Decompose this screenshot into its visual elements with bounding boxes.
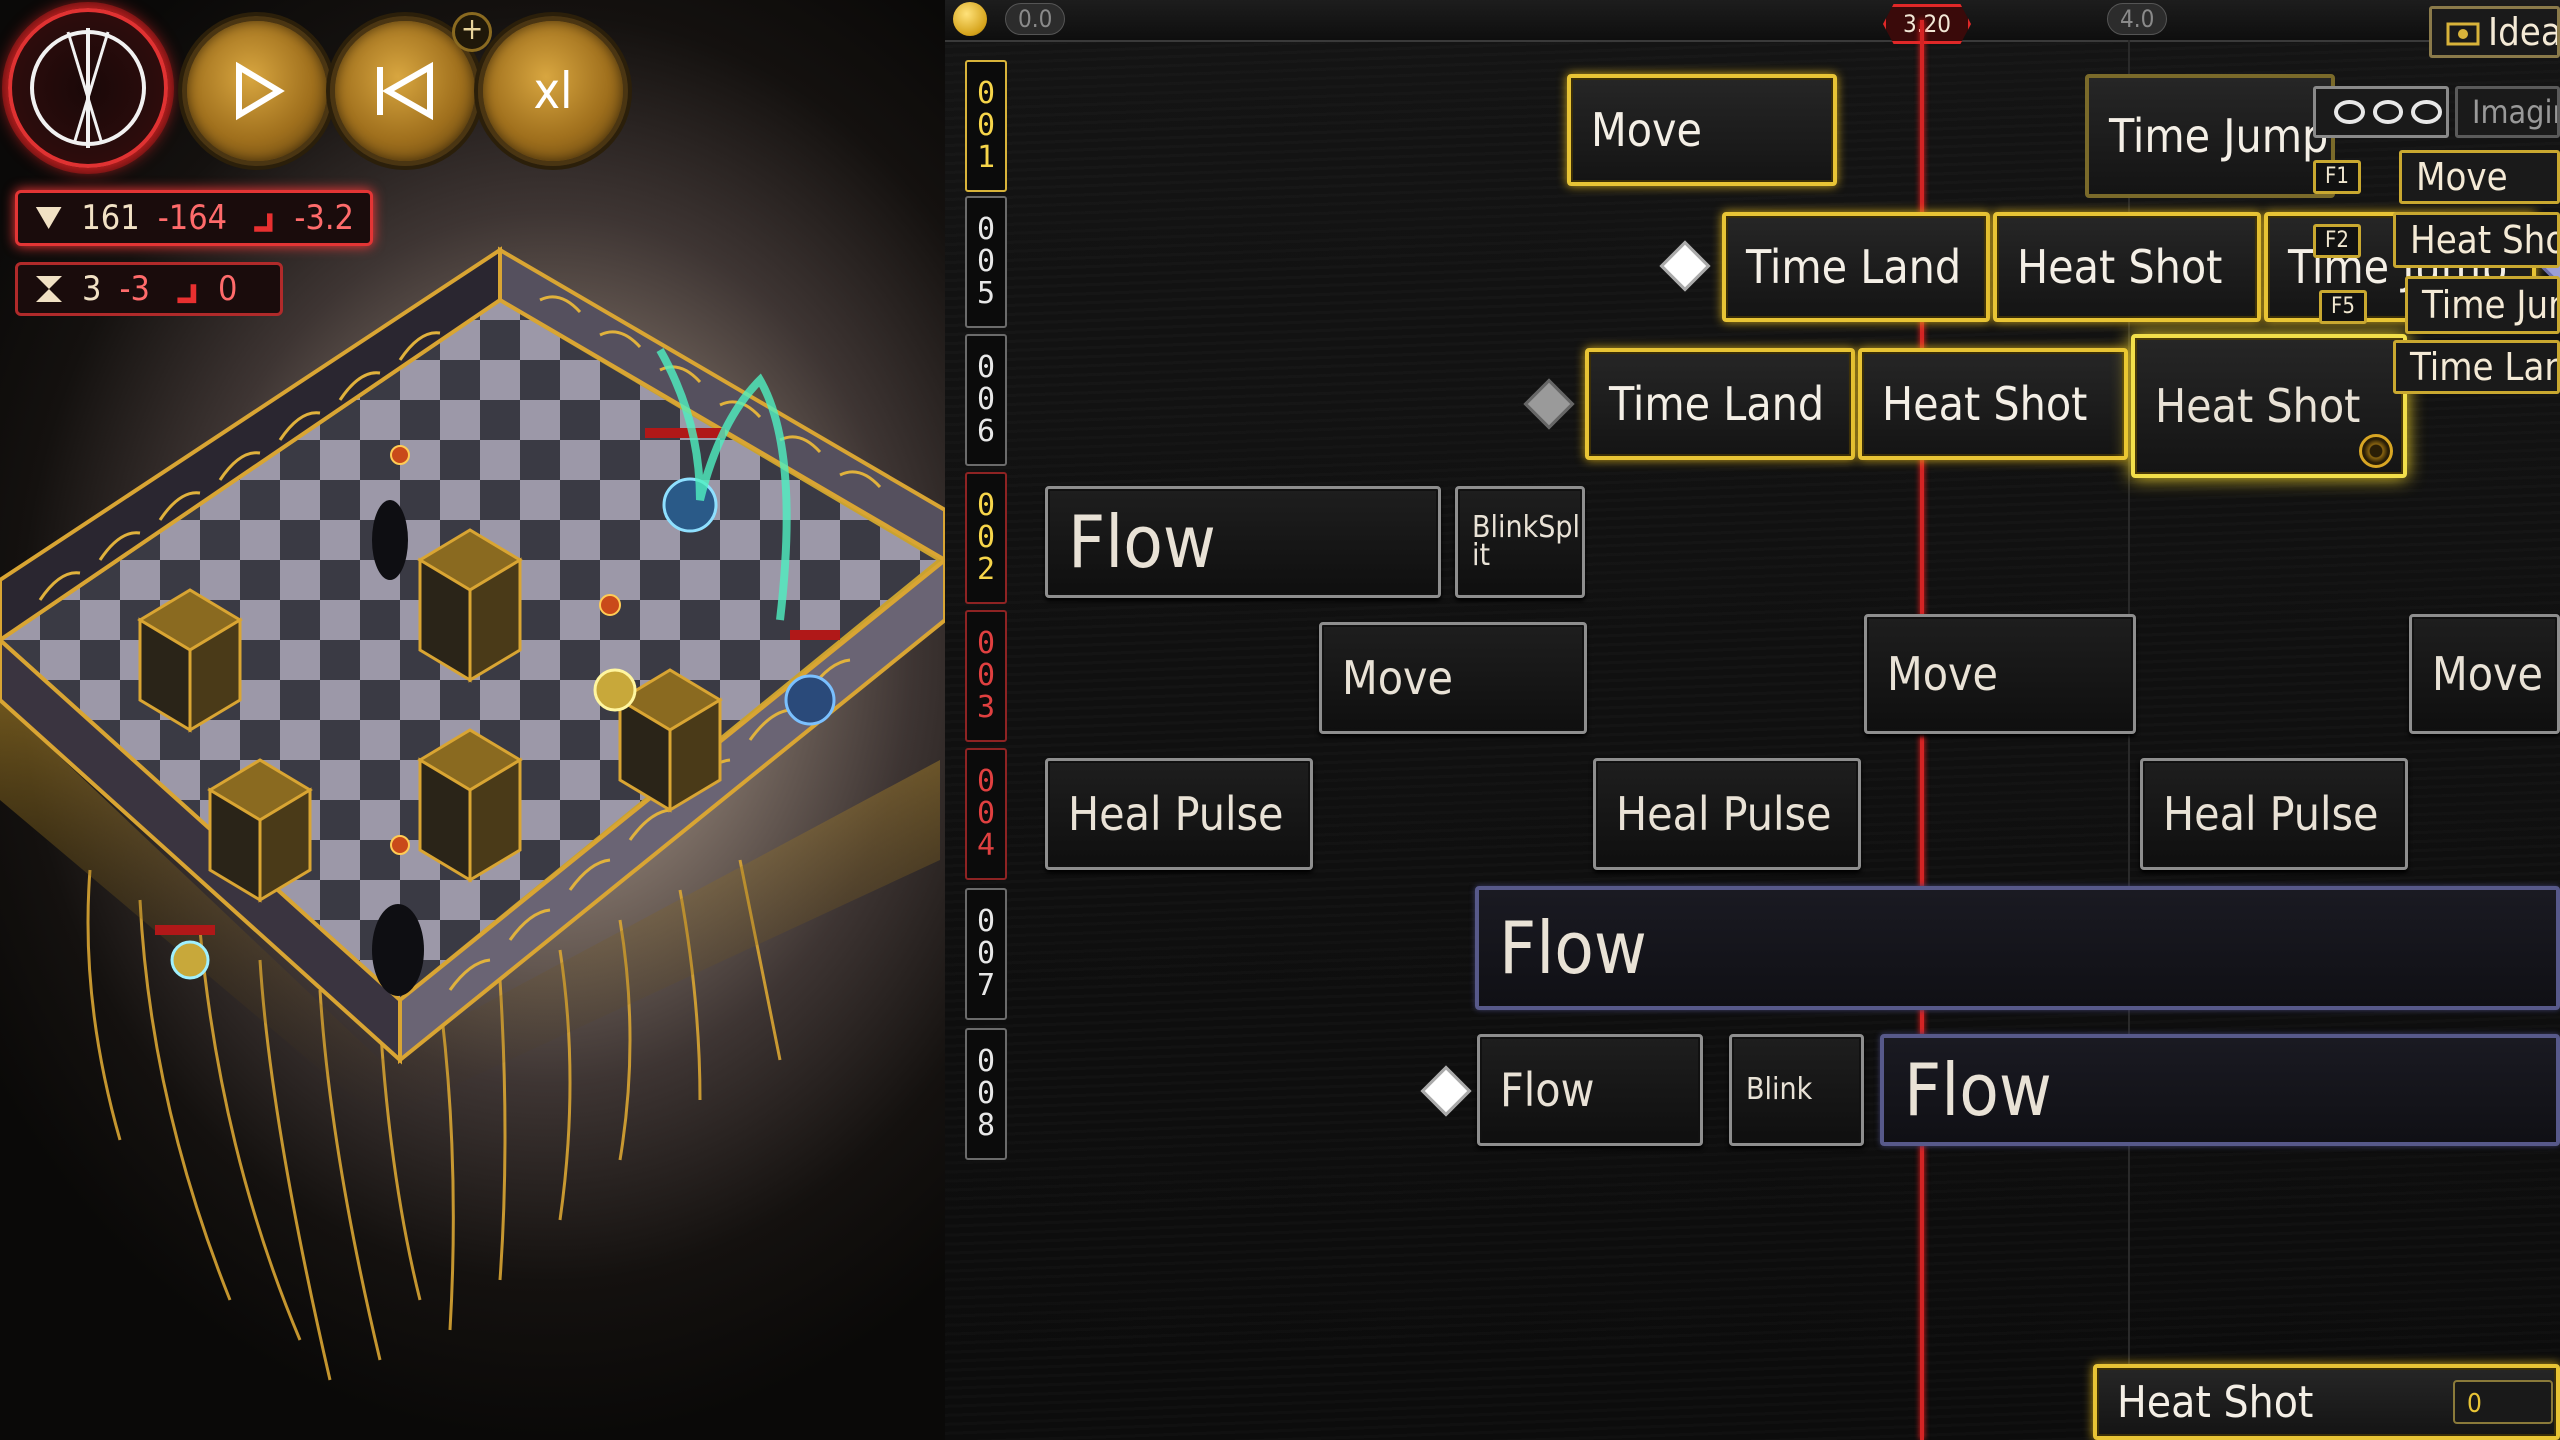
wall-arches bbox=[38, 295, 882, 991]
enemy-unit bbox=[372, 904, 424, 996]
action-tile-move[interactable]: Move bbox=[1567, 74, 1837, 186]
ally-unit bbox=[170, 940, 210, 980]
folder-icon bbox=[2446, 22, 2480, 46]
unit-healthbar bbox=[790, 630, 840, 640]
plus-icon[interactable]: + bbox=[452, 12, 492, 52]
time-stat: 3 -3 0 bbox=[15, 262, 283, 316]
tile-counter: 0 bbox=[2453, 1380, 2553, 1424]
speed-button[interactable]: xl bbox=[478, 16, 628, 166]
action-tile-heat-shot[interactable]: Heat Shot bbox=[1858, 348, 2128, 460]
speed-label: xl bbox=[533, 62, 573, 120]
queued-tile-heat-shot[interactable]: Heat Shot 0 bbox=[2093, 1364, 2560, 1440]
ally-unit bbox=[662, 477, 718, 533]
grid-line bbox=[2128, 40, 2130, 1440]
unit-healthbar bbox=[155, 925, 215, 935]
action-tile-move[interactable]: Move bbox=[2409, 614, 2560, 734]
down-arrow-icon bbox=[248, 207, 273, 232]
keyframe-diamond[interactable] bbox=[1659, 240, 1711, 292]
action-tile-move[interactable]: Move bbox=[1319, 622, 1587, 734]
keyframe-diamond[interactable] bbox=[1523, 378, 1575, 430]
ally-unit bbox=[593, 668, 637, 712]
skip-back-icon bbox=[377, 61, 433, 121]
ring-icon bbox=[2372, 100, 2404, 124]
side-item-heat-shot[interactable]: Heat Shot bbox=[2393, 212, 2560, 268]
unit-marker bbox=[390, 445, 410, 465]
side-item-time-jump[interactable]: Time Jump bbox=[2405, 276, 2560, 334]
action-tile-blinksplit[interactable]: BlinkSplit bbox=[1455, 486, 1585, 598]
ring-icon bbox=[2334, 100, 2365, 124]
current-time-marker[interactable]: 3.20 bbox=[1883, 4, 1971, 44]
resource-stat: 161 -164 -3.2 bbox=[15, 190, 373, 246]
units[interactable] bbox=[155, 348, 840, 996]
stat-rate: 0 bbox=[217, 269, 238, 309]
time-dial[interactable] bbox=[8, 8, 168, 168]
action-tile-time-land[interactable]: Time Land bbox=[1722, 212, 1990, 322]
ideas-label: Ideas bbox=[2488, 10, 2560, 54]
stat-value: 161 bbox=[81, 198, 140, 238]
hotkey-f1: F1 bbox=[2313, 160, 2361, 194]
time-ruler[interactable]: 0.0 4.0 bbox=[945, 0, 2560, 42]
hotkey-f2: F2 bbox=[2313, 224, 2361, 258]
action-tile-heal-pulse[interactable]: Heal Pulse bbox=[1045, 758, 1313, 870]
stat-delta: -3 bbox=[119, 269, 150, 309]
rings-button[interactable] bbox=[2313, 86, 2449, 138]
enemy-unit bbox=[372, 500, 408, 580]
hourglass-down-icon bbox=[35, 206, 62, 230]
side-item-move[interactable]: Move bbox=[2399, 150, 2560, 204]
action-tile-flow[interactable]: Flow bbox=[1880, 1034, 2560, 1146]
ally-unit bbox=[784, 674, 836, 726]
tick-label: 0.0 bbox=[1005, 3, 1066, 35]
action-tile-flow[interactable]: Flow bbox=[1477, 1034, 1703, 1146]
action-tile-flow[interactable]: Flow bbox=[1475, 886, 2560, 1010]
action-tile-time-land[interactable]: Time Land bbox=[1585, 348, 1855, 460]
action-tile-heal-pulse[interactable]: Heal Pulse bbox=[1593, 758, 1861, 870]
action-tile-time-jump[interactable]: Time Jump bbox=[2085, 74, 2335, 198]
sun-icon bbox=[953, 2, 987, 36]
keyframe-diamond[interactable] bbox=[1420, 1065, 1472, 1117]
action-tile-blink[interactable]: Blink bbox=[1729, 1034, 1864, 1146]
action-tile-move[interactable]: Move bbox=[1864, 614, 2136, 734]
game-viewport[interactable]: + xl 161 -164 -3.2 3 -3 0 bbox=[0, 0, 945, 1440]
stat-delta: -164 bbox=[157, 198, 228, 238]
ring-icon bbox=[2411, 100, 2443, 124]
dial-icon bbox=[30, 28, 146, 148]
gear-icon[interactable] bbox=[2359, 434, 2393, 468]
action-tile-heal-pulse[interactable]: Heal Pulse bbox=[2140, 758, 2408, 870]
side-item-time-land[interactable]: Time Land bbox=[2393, 340, 2560, 394]
hotkey-f5: F5 bbox=[2319, 290, 2367, 324]
tile-label: Heat Shot bbox=[2155, 379, 2361, 433]
unit-marker bbox=[390, 835, 410, 855]
unit-healthbar bbox=[645, 428, 725, 438]
action-tile-heat-shot[interactable]: Heat Shot bbox=[1993, 212, 2261, 322]
isometric-board[interactable] bbox=[0, 0, 945, 1440]
unit-marker bbox=[599, 594, 621, 616]
hourglass-icon bbox=[36, 276, 62, 302]
action-tile-flow[interactable]: Flow bbox=[1045, 486, 1441, 598]
board-underside bbox=[0, 700, 940, 1120]
play-icon bbox=[236, 61, 285, 121]
stat-rate: -3.2 bbox=[294, 198, 354, 238]
teleport-trail bbox=[656, 348, 791, 621]
ideas-button[interactable]: Ideas bbox=[2429, 6, 2560, 58]
stat-value: 3 bbox=[82, 269, 102, 309]
action-tile-heat-shot-selected[interactable]: Heat Shot bbox=[2131, 334, 2407, 478]
pillars bbox=[137, 528, 723, 903]
imagine-button[interactable]: Imagine bbox=[2455, 86, 2560, 138]
down-arrow-icon bbox=[171, 278, 197, 304]
tick-label: 4.0 bbox=[2107, 3, 2168, 35]
play-button[interactable] bbox=[182, 16, 332, 166]
tile-label: Heat Shot bbox=[2117, 1376, 2314, 1428]
